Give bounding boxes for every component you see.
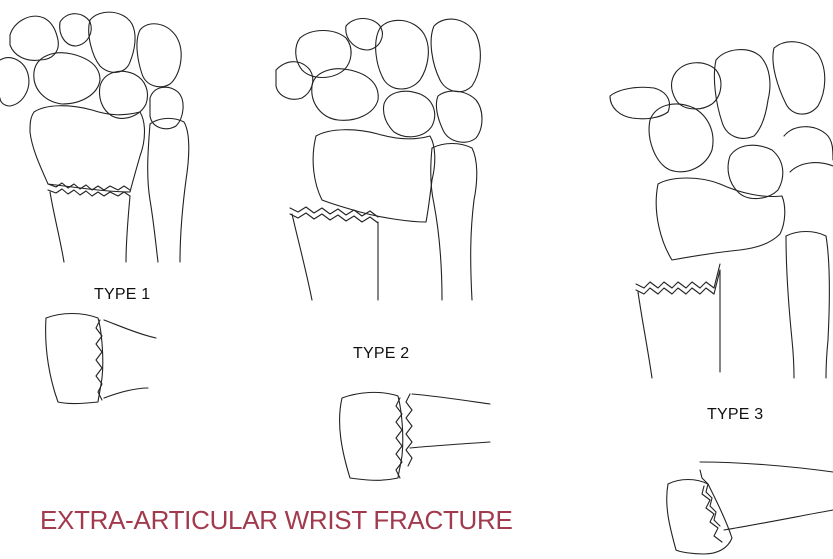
type3-ulna — [786, 236, 794, 378]
type1-radius-shaft — [126, 196, 130, 262]
type3-carpal-bone — [773, 42, 825, 114]
type1-carpal-bone — [0, 58, 29, 106]
type3-radius-head — [656, 178, 785, 260]
type2-ulna — [431, 148, 442, 300]
type3-fracture-line — [702, 486, 722, 542]
type1-shaft-side — [104, 320, 156, 338]
type2-fracture-line — [406, 394, 412, 466]
diagram-caption: EXTRA-ARTICULAR WRIST FRACTURE — [40, 505, 513, 536]
type2-distal-fragment — [340, 392, 403, 480]
type1-carpal-bone — [100, 71, 148, 118]
type2-carpal-bone — [431, 19, 480, 92]
type3-carpal-bone — [672, 63, 721, 109]
type1-carpal-bone — [137, 24, 181, 87]
type3-wrist-drawing — [610, 42, 833, 378]
type1-carpal-bone — [89, 12, 135, 72]
type1-shaft-side — [104, 388, 148, 398]
type3-distal-fragment — [667, 480, 732, 555]
type2-fracture-line — [290, 207, 378, 217]
type1-distal-fragment — [46, 314, 103, 404]
type2-wrist-drawing — [276, 19, 482, 301]
type3-carpal-bone — [714, 50, 770, 139]
type2-shaft-side — [410, 442, 490, 448]
type1-radius-shaft — [50, 192, 64, 262]
type3-fracture-line — [636, 264, 720, 288]
type2-carpal-bone — [312, 69, 378, 121]
type2-carpal-bone — [376, 20, 429, 89]
type1-ulna — [148, 124, 158, 262]
type1-radius-head — [30, 106, 145, 192]
type3-radius-shaft — [638, 292, 652, 378]
type2-radius-head — [313, 130, 435, 222]
type2-radius-shaft — [292, 214, 312, 300]
type3-label: TYPE 3 — [707, 406, 763, 424]
type1-carpal-bone — [34, 53, 100, 104]
type3-shaft-side — [724, 510, 833, 530]
type1-wrist-drawing — [0, 12, 189, 262]
type3-carpal-bone — [610, 87, 669, 118]
type2-carpal-bone — [383, 91, 434, 137]
type3-carpal-bone — [649, 104, 713, 172]
type1-label: TYPE 1 — [94, 286, 150, 304]
type1-carpal-bone — [150, 87, 183, 129]
type3-side-view — [667, 462, 833, 554]
type1-side-view — [46, 314, 156, 404]
type2-label: TYPE 2 — [353, 345, 409, 363]
type2-carpal-bone — [276, 62, 313, 100]
type2-shaft-side — [412, 394, 490, 404]
type3-shaft-side — [700, 462, 833, 472]
type3-fracture-line — [700, 470, 720, 526]
type3-carpal-bone — [784, 127, 833, 160]
type2-ulna — [432, 144, 477, 301]
type2-carpal-bone — [296, 31, 351, 78]
type2-side-view — [340, 392, 490, 480]
type3-carpal-bone — [790, 163, 833, 172]
type3-ulna — [786, 232, 829, 379]
type2-carpal-bone — [436, 91, 482, 142]
type1-carpal-bone — [60, 14, 92, 46]
